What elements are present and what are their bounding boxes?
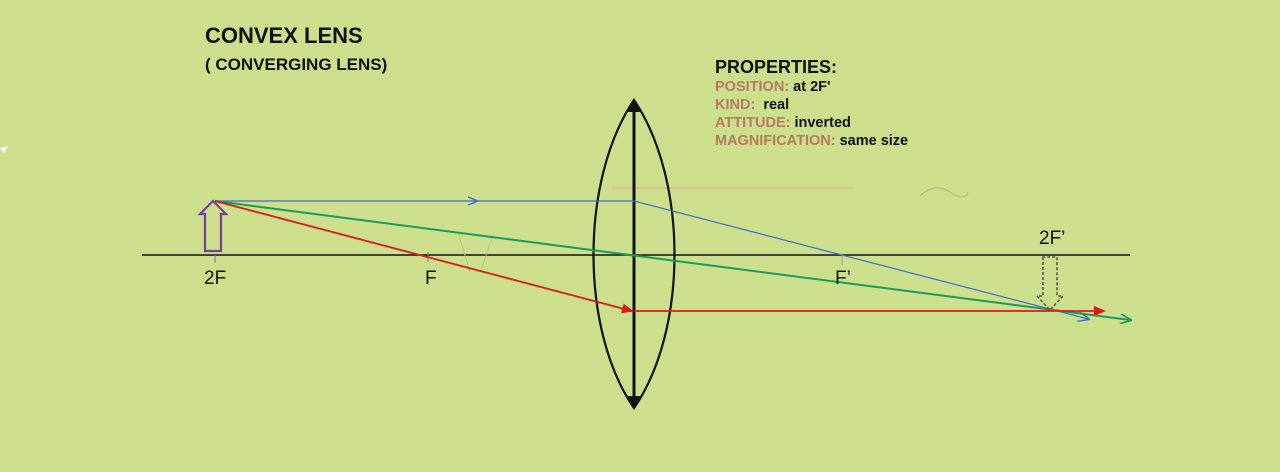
property-key: MAGNIFICATION:: [715, 133, 836, 149]
lens-bottom-arrow: [628, 396, 640, 410]
lens-top-arrow: [628, 98, 640, 112]
page-title: CONVEX LENS: [205, 23, 363, 48]
center-ray: [214, 200, 1130, 320]
label-2f: 2F: [204, 268, 227, 289]
property-value: real: [755, 97, 790, 113]
property-magnification: MAGNIFICATION: same size: [715, 132, 908, 150]
property-attitude: ATTITUDE: inverted: [715, 114, 908, 132]
faint-scribble: [919, 187, 969, 198]
properties-panel: PROPERTIES: POSITION: at 2F' KIND: real …: [715, 57, 908, 150]
property-key: ATTITUDE:: [715, 115, 791, 131]
faint-construction-line: [457, 231, 471, 273]
label-f: F: [425, 268, 437, 289]
properties-heading: PROPERTIES:: [715, 57, 838, 77]
property-value: same size: [835, 133, 909, 149]
property-key: POSITION:: [715, 79, 790, 95]
parallel-ray-refracted: [633, 200, 1088, 319]
faint-construction-line: [479, 234, 494, 274]
corner-mark: [0, 146, 8, 153]
image-arrow: [1035, 256, 1065, 312]
label-f-prime: F’: [835, 268, 851, 289]
page-subtitle: ( CONVERGING LENS): [205, 55, 388, 74]
parallel-ray-arrowhead: [467, 196, 480, 206]
property-position: POSITION: at 2F': [715, 78, 908, 96]
property-key: KIND:: [715, 97, 756, 113]
focal-ray-incident: [214, 200, 634, 314]
label-2f-prime: 2F’: [1039, 228, 1066, 249]
property-value: at 2F': [789, 79, 831, 95]
property-kind: KIND: real: [715, 96, 908, 114]
object-arrow: [197, 199, 229, 253]
property-value: inverted: [790, 115, 851, 131]
